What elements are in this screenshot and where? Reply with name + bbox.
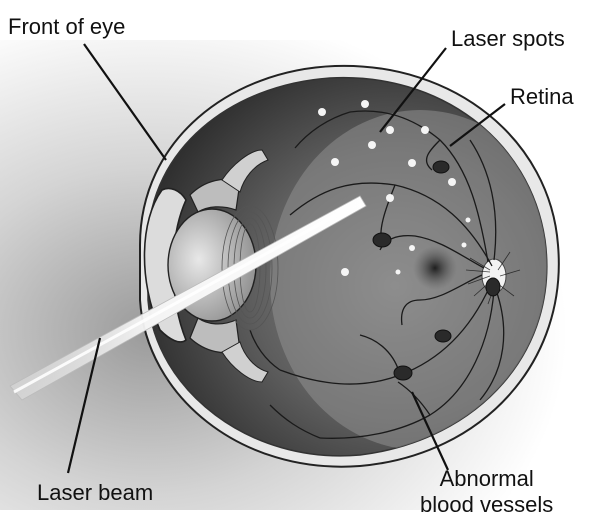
label-abnormal-line1: Abnormal <box>420 466 553 492</box>
label-abnormal-blood-vessels: Abnormal blood vessels <box>420 466 553 518</box>
label-laser-spots: Laser spots <box>451 26 565 52</box>
label-front-of-eye: Front of eye <box>8 14 125 40</box>
macula <box>413 246 457 290</box>
label-laser-beam: Laser beam <box>37 480 153 506</box>
label-retina: Retina <box>510 84 574 110</box>
label-abnormal-line2: blood vessels <box>420 492 553 518</box>
